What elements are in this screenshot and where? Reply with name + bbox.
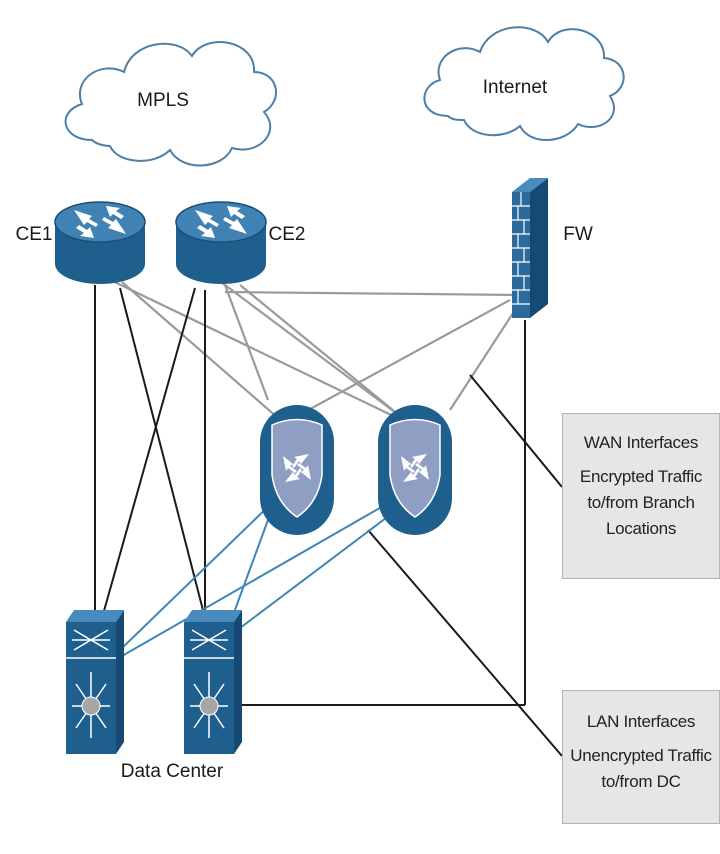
wan-callout-title: WAN Interfaces [583, 433, 699, 452]
ce1-label: CE1 [16, 224, 53, 245]
lan-callout-title: LAN Interfaces [586, 712, 696, 731]
mpls-label: MPLS [137, 90, 189, 111]
firewall-icon [512, 178, 548, 318]
wan-interfaces-callout: WAN Interfaces Encrypted Traffic to/from… [562, 413, 720, 579]
lan-callout-line2: to/from DC [601, 772, 681, 791]
ce2-label: CE2 [269, 224, 306, 245]
fw-label: FW [563, 224, 593, 245]
lan-links [119, 499, 391, 657]
ce2-router-icon [175, 201, 267, 284]
vpn-router-1-icon [260, 405, 334, 535]
ce1-router-icon [54, 201, 146, 284]
dc-switch-1-icon [66, 610, 124, 754]
data-center-label: Data Center [121, 761, 224, 782]
wan-callout-line1: Encrypted Traffic [579, 467, 703, 486]
internet-cloud-icon [423, 26, 625, 141]
internet-label: Internet [483, 77, 548, 98]
dc-switch-2-icon [184, 610, 242, 754]
wan-callout-line3: Locations [605, 519, 677, 538]
vpn-router-2-icon [378, 405, 452, 535]
mpls-cloud-icon [64, 41, 277, 167]
wan-callout-line2: to/from Branch [587, 493, 695, 512]
lan-interfaces-callout: LAN Interfaces Unencrypted Traffic to/fr… [562, 690, 720, 824]
lan-callout-line1: Unencrypted Traffic [570, 746, 712, 765]
core-links [94, 285, 563, 757]
